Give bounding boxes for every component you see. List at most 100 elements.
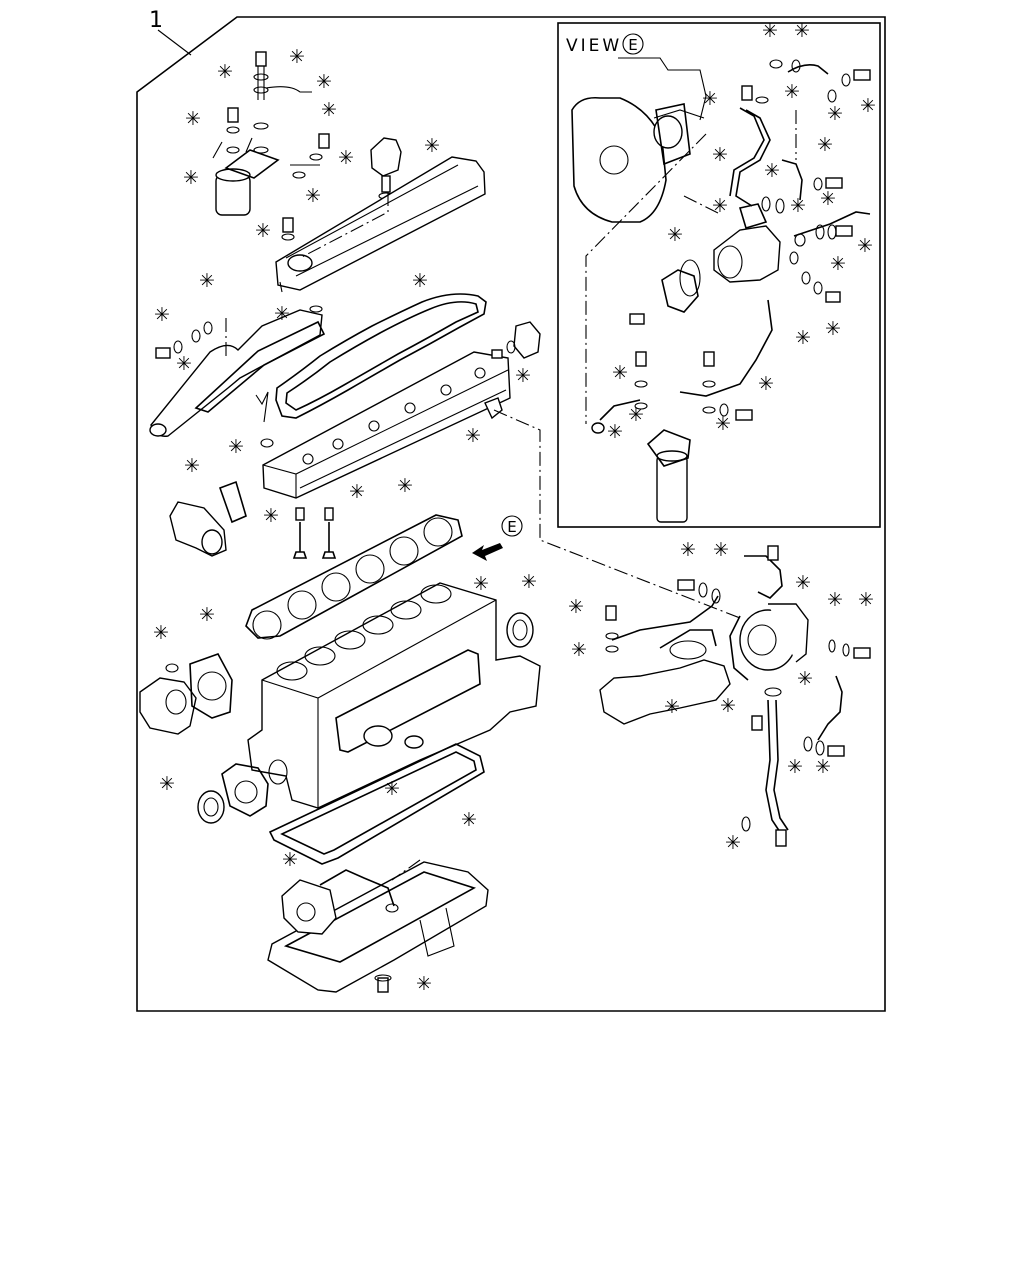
callout-asterisk: ✳ [715, 413, 731, 435]
turbocharger [729, 545, 809, 731]
callout-asterisk: ✳ [473, 573, 489, 595]
callout-asterisk: ✳ [412, 270, 428, 292]
callout-asterisk: ✳ [607, 421, 623, 443]
callout-asterisk: ✳ [228, 436, 244, 458]
callout-asterisk: ✳ [827, 103, 843, 125]
callout-asterisk: ✳ [338, 147, 354, 169]
callout-asterisk: ✳ [784, 81, 800, 103]
callout-asterisk: ✳ [628, 404, 644, 426]
guide-lines [225, 110, 797, 881]
callout-asterisk: ✳ [680, 539, 696, 561]
callout-asterisk: ✳ [797, 668, 813, 690]
callout-asterisk: ✳ [830, 253, 846, 275]
callout-asterisk: ✳ [713, 539, 729, 561]
callout-asterisk: ✳ [424, 135, 440, 157]
callout-asterisk: ✳ [321, 99, 337, 121]
callout-asterisk: ✳ [764, 160, 780, 182]
rocker-cover-gasket [275, 293, 487, 419]
view-letter-circle [622, 33, 644, 55]
callout-asterisk: ✳ [667, 224, 683, 246]
cylinder-head [262, 321, 541, 499]
front-oil-seal [197, 790, 225, 824]
callout-asterisk: ✳ [790, 195, 806, 217]
callout-asterisk: ✳ [794, 20, 810, 42]
callout-asterisk: ✳ [712, 195, 728, 217]
callout-asterisk: ✳ [255, 220, 271, 242]
view-letter: E [628, 36, 637, 54]
outer-frame [136, 16, 886, 1012]
oil-pan-gasket [268, 743, 485, 865]
callout-asterisk: ✳ [702, 88, 718, 110]
callout-asterisk: ✳ [263, 505, 279, 527]
valves [292, 507, 337, 559]
oil-pan [267, 861, 489, 993]
callout-asterisk: ✳ [762, 20, 778, 42]
exhaust-manifold [599, 629, 731, 725]
callout-asterisk: ✳ [349, 481, 365, 503]
svg-text:E: E [507, 518, 516, 536]
callout-asterisk: ✳ [153, 622, 169, 644]
view-e-air-compressor [629, 203, 781, 325]
callout-markers: ✳✳✳✳✳✳✳✳✳✳✳✳✳✳✳✳✳✳✳✳✳✳✳✳✳✳✳✳✳✳✳✳✳✳✳✳✳✳✳✳… [153, 20, 876, 995]
oil-return-pipe [741, 699, 789, 847]
callout-asterisk: ✳ [521, 571, 537, 593]
oil-pump [281, 869, 399, 935]
view-direction-arrow: E [472, 515, 523, 561]
rocker-cover-assembly [275, 137, 486, 293]
oil-filter-assembly [212, 51, 330, 216]
callout-asterisk: ✳ [664, 696, 680, 718]
callout-asterisk: ✳ [725, 832, 741, 854]
callout-asterisk: ✳ [183, 167, 199, 189]
callout-asterisk: ✳ [289, 46, 305, 68]
callout-asterisk: ✳ [305, 185, 321, 207]
water-pump [139, 653, 233, 735]
item-leader-line [157, 29, 192, 56]
callout-asterisk: ✳ [817, 134, 833, 156]
head-gasket [245, 514, 463, 640]
view-e-oil-filter [646, 429, 691, 523]
callout-asterisk: ✳ [176, 353, 192, 375]
callout-asterisk: ✳ [720, 695, 736, 717]
callout-asterisk: ✳ [217, 61, 233, 83]
callout-asterisk: ✳ [465, 425, 481, 447]
callout-asterisk: ✳ [282, 849, 298, 871]
callout-asterisk: ✳ [795, 572, 811, 594]
callout-asterisk: ✳ [571, 639, 587, 661]
view-e-pipes [591, 59, 871, 434]
front-cover-gasket [221, 763, 269, 817]
intake-manifold [149, 305, 326, 448]
callout-asterisk: ✳ [612, 362, 628, 384]
item-number-label: 1 [149, 8, 163, 33]
callout-asterisk: ✳ [316, 71, 332, 93]
callout-asterisk: ✳ [787, 756, 803, 778]
thermostat-housing [169, 480, 247, 557]
view-e-inset-frame [557, 22, 881, 528]
callout-asterisk: ✳ [199, 604, 215, 626]
callout-asterisk: ✳ [815, 756, 831, 778]
callout-asterisk: ✳ [461, 809, 477, 831]
callout-asterisk: ✳ [825, 318, 841, 340]
rear-oil-seal [506, 612, 534, 648]
callout-asterisk: ✳ [159, 773, 175, 795]
callout-asterisk: ✳ [827, 589, 843, 611]
callout-asterisk: ✳ [184, 455, 200, 477]
callout-asterisk: ✳ [397, 475, 413, 497]
view-e-flywheel [571, 57, 707, 223]
callout-asterisk: ✳ [515, 365, 531, 387]
cylinder-block [247, 582, 541, 809]
callout-asterisk: ✳ [860, 95, 876, 117]
callout-asterisk: ✳ [199, 270, 215, 292]
callout-asterisk: ✳ [820, 188, 836, 210]
callout-asterisk: ✳ [384, 778, 400, 800]
callout-asterisk: ✳ [795, 327, 811, 349]
callout-asterisk: ✳ [758, 373, 774, 395]
callout-asterisk: ✳ [416, 973, 432, 995]
callout-asterisk: ✳ [274, 303, 290, 325]
callout-asterisk: ✳ [858, 589, 874, 611]
callout-asterisk: ✳ [857, 235, 873, 257]
callout-asterisk: ✳ [154, 304, 170, 326]
callout-asterisk: ✳ [712, 144, 728, 166]
view-label: VIEW [566, 36, 622, 56]
callout-asterisk: ✳ [185, 108, 201, 130]
